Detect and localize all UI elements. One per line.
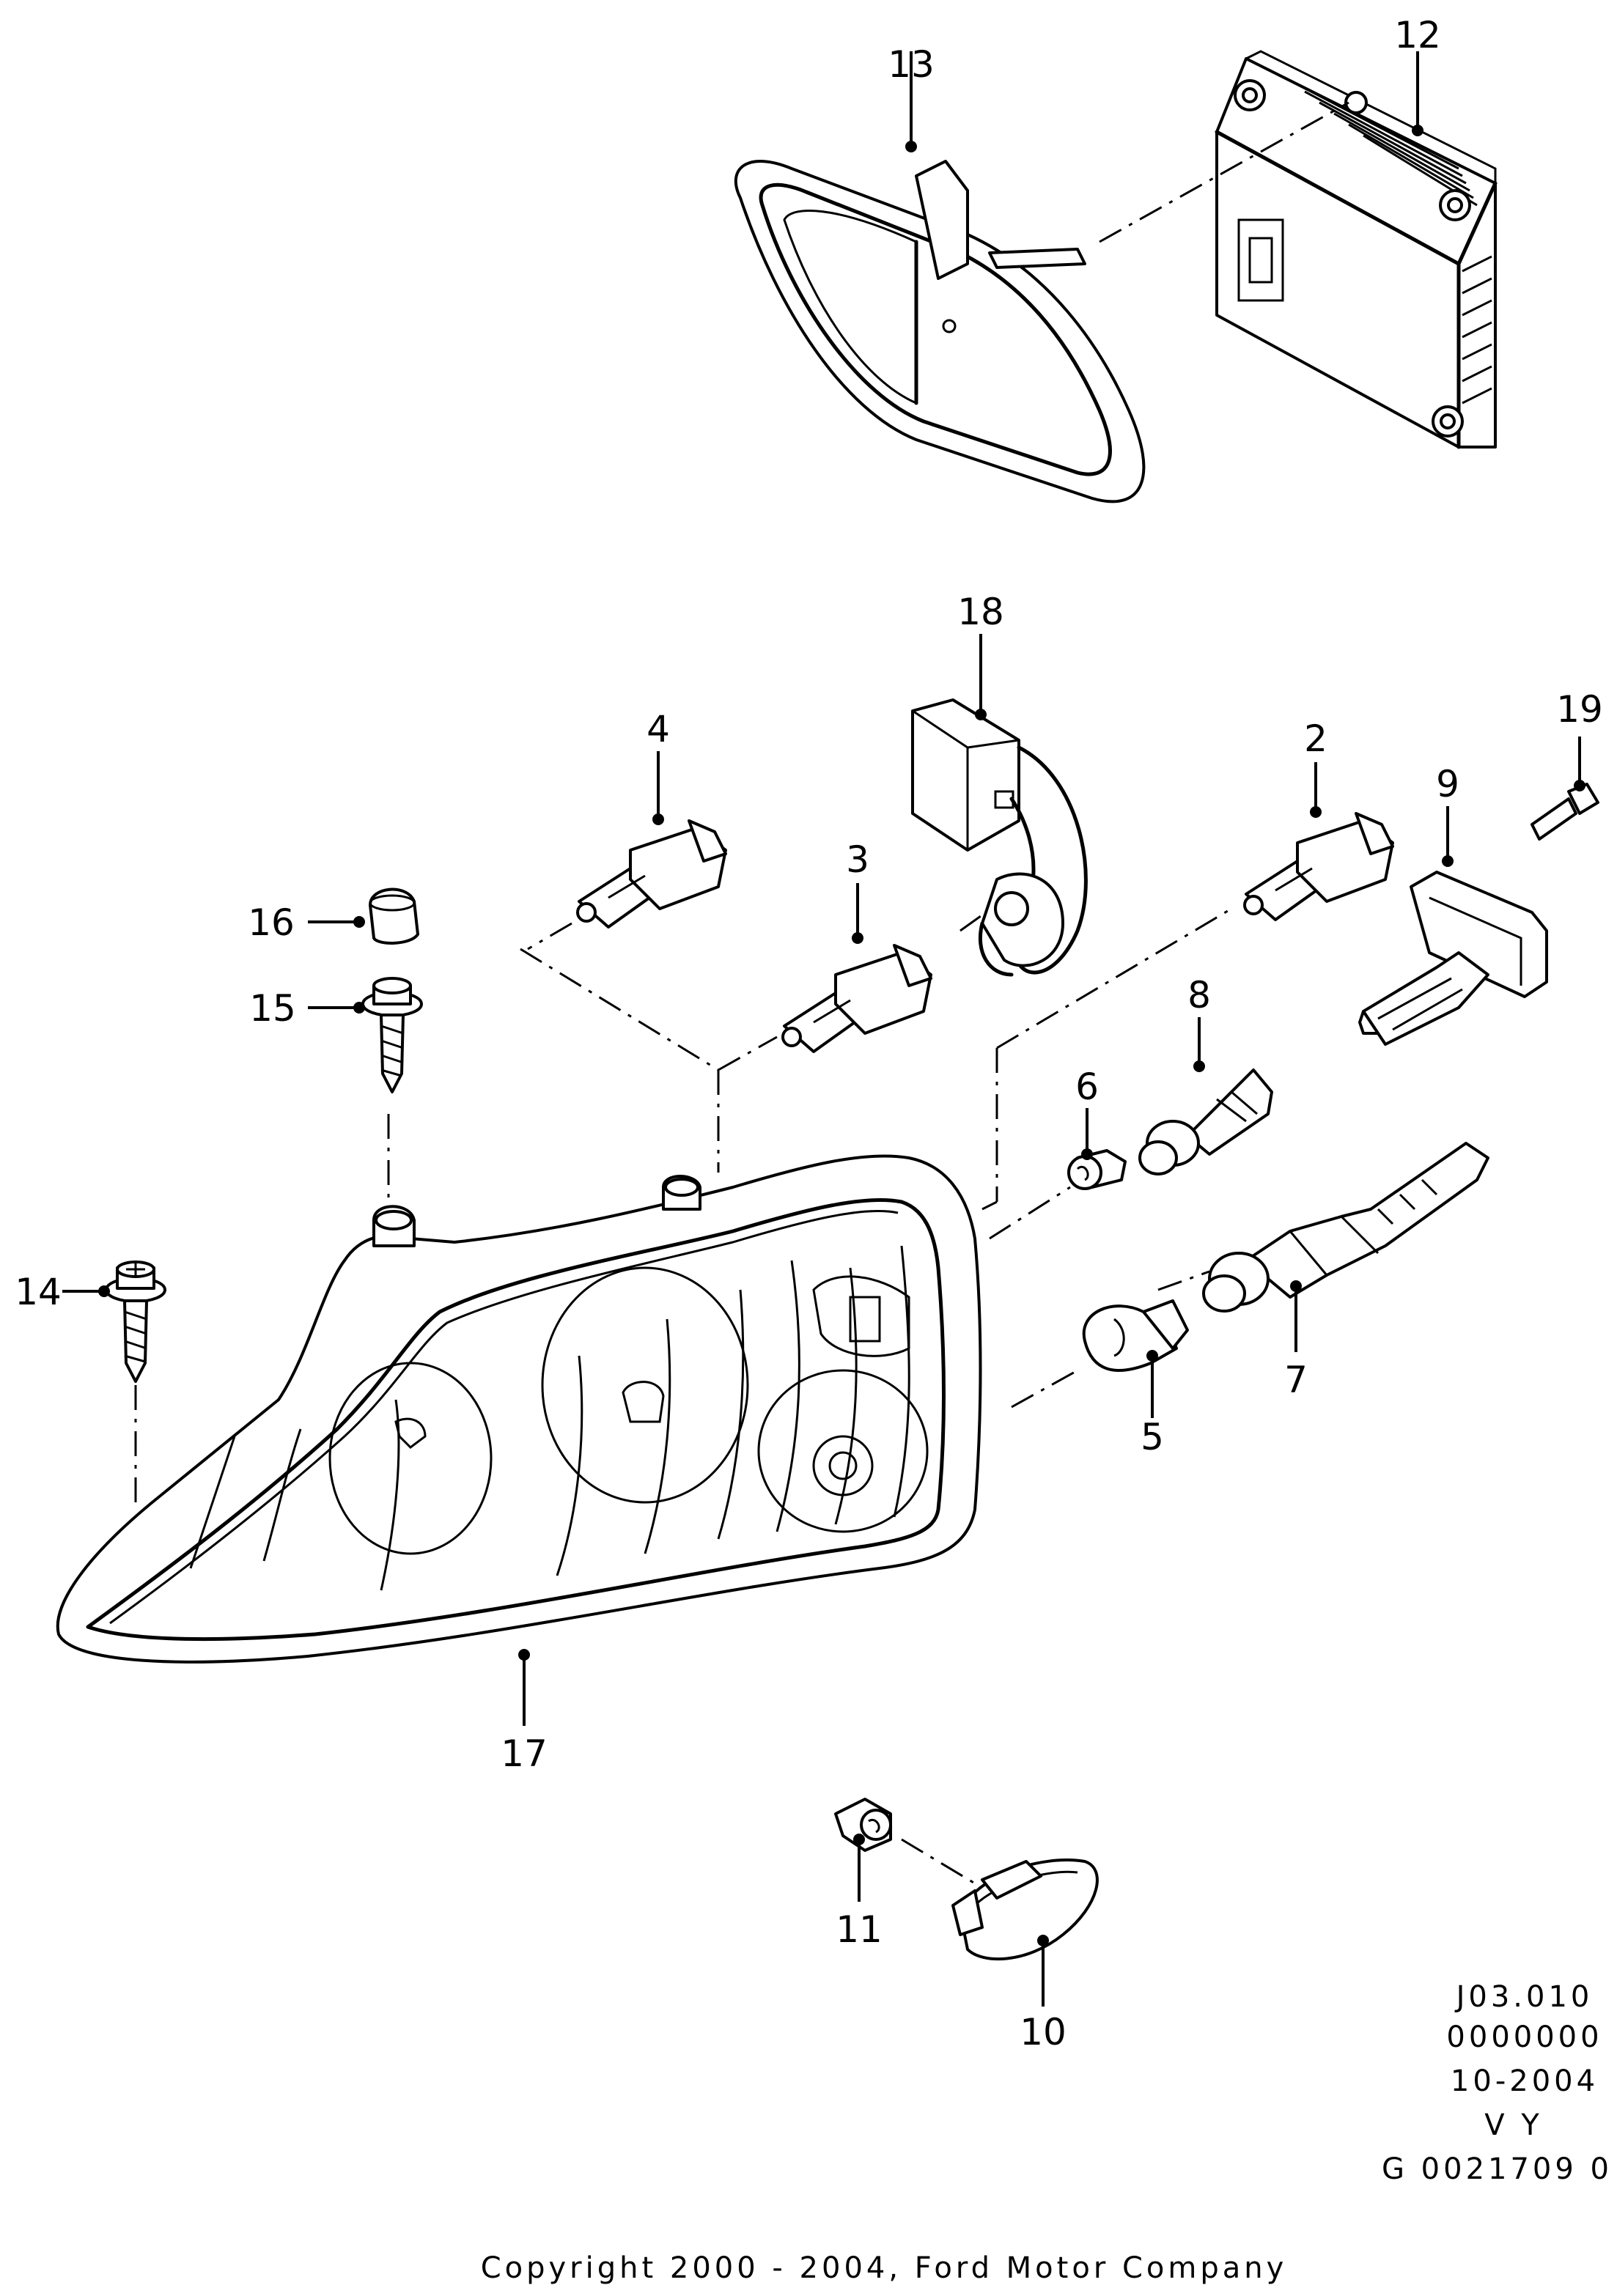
part-18-igniter bbox=[911, 698, 1088, 977]
part-7-turn-holder bbox=[1202, 1142, 1489, 1313]
part-11-repeater-bulb bbox=[834, 1798, 892, 1852]
part-8-socket bbox=[1138, 1068, 1273, 1175]
connection-lines bbox=[134, 907, 1232, 1885]
part-10-side-repeater bbox=[951, 1858, 1099, 1961]
callout-6: 6 bbox=[1075, 1066, 1099, 1108]
callout-18: 18 bbox=[957, 591, 1004, 633]
dash-13-12 bbox=[1099, 101, 1349, 243]
leader-lines bbox=[62, 51, 1585, 2007]
part-2-bulb bbox=[1243, 812, 1394, 921]
part-5-turn-bulb bbox=[1082, 1299, 1189, 1372]
callout-labels: 13 12 18 19 4 2 9 3 16 15 8 6 14 7 5 17 … bbox=[15, 14, 1603, 2053]
callout-15: 15 bbox=[249, 987, 296, 1030]
callout-17: 17 bbox=[501, 1732, 548, 1775]
ref-line-2: 0000000 bbox=[1446, 2020, 1602, 2054]
callout-12: 12 bbox=[1394, 14, 1441, 56]
callout-5: 5 bbox=[1141, 1416, 1164, 1458]
part-3-bulb bbox=[781, 944, 932, 1053]
part-12-control-module bbox=[1215, 50, 1498, 449]
part-6-small-bulb bbox=[1067, 1149, 1127, 1190]
callout-2: 2 bbox=[1304, 717, 1327, 760]
callout-19: 19 bbox=[1556, 688, 1603, 731]
ref-line-4: V Y bbox=[1484, 2108, 1543, 2142]
part-19-bolt bbox=[1531, 783, 1599, 841]
callout-7: 7 bbox=[1284, 1359, 1308, 1401]
part-14-screw bbox=[105, 1260, 166, 1383]
callout-16: 16 bbox=[248, 901, 295, 944]
callout-11: 11 bbox=[836, 1908, 883, 1951]
part-13-shield bbox=[734, 160, 1146, 503]
part-4-bulb bbox=[576, 819, 727, 929]
callout-3: 3 bbox=[846, 838, 869, 881]
callout-4: 4 bbox=[647, 708, 670, 750]
part-9-xenon-bulb bbox=[1358, 871, 1548, 1046]
part-17-headlamp bbox=[56, 1154, 982, 1664]
callout-14: 14 bbox=[15, 1271, 62, 1313]
callout-9: 9 bbox=[1436, 763, 1459, 805]
part-16-cap bbox=[369, 887, 419, 945]
callout-10: 10 bbox=[1020, 2011, 1067, 2053]
reference-block: J03.010 0000000 10-2004 V Y G 0021709 0 bbox=[1382, 1980, 1613, 2186]
ref-line-5: G 0021709 0 bbox=[1382, 2152, 1613, 2186]
callout-13: 13 bbox=[888, 43, 935, 86]
ref-line-1: J03.010 bbox=[1454, 1980, 1594, 2014]
ref-line-3: 10-2004 bbox=[1451, 2064, 1599, 2098]
copyright-text: Copyright 2000 - 2004, Ford Motor Compan… bbox=[481, 2251, 1288, 2285]
dash-18 bbox=[959, 911, 987, 932]
callout-8: 8 bbox=[1187, 974, 1211, 1016]
part-15-screw bbox=[361, 977, 423, 1093]
